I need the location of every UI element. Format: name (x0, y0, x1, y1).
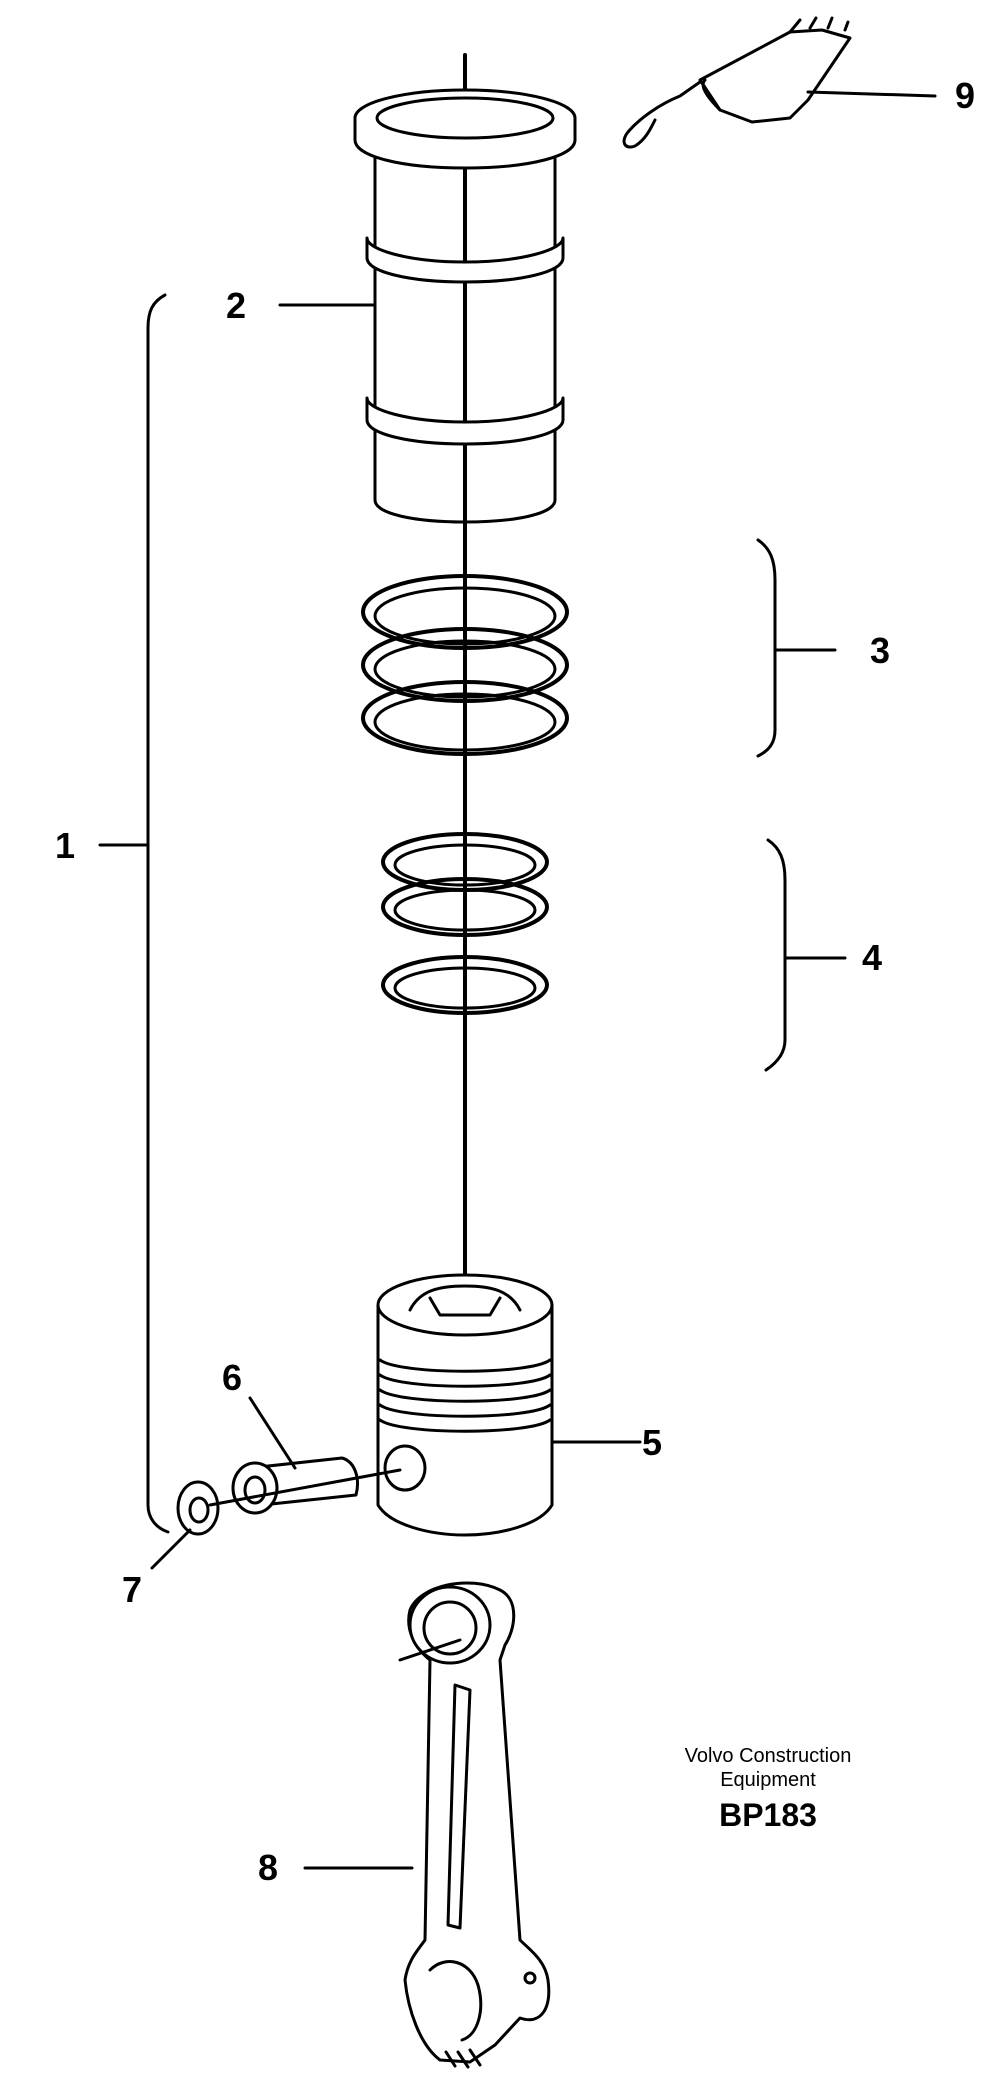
leader-7 (150, 1528, 192, 1570)
leader-6 (248, 1396, 297, 1470)
part-4-ring-set (381, 832, 549, 1015)
callout-5: 5 (642, 1422, 662, 1463)
part-9-grease-tube (622, 16, 852, 149)
callout-8: 8 (258, 1847, 278, 1888)
callout-2: 2 (226, 285, 246, 326)
diagram-code: BP183 (719, 1797, 817, 1833)
bracket-4 (764, 838, 787, 1072)
part-5-piston (376, 1273, 554, 1537)
bracket-3 (756, 538, 777, 758)
pin-alignment-line (208, 1468, 402, 1507)
part-8-connecting-rod (403, 1581, 551, 2069)
part-7-circlip (176, 1480, 220, 1536)
part-3-ring-set (361, 574, 569, 756)
callout-3: 3 (870, 630, 890, 671)
caption-line-2: Equipment (720, 1769, 816, 1791)
caption-line-1: Volvo Construction (685, 1745, 852, 1767)
callout-1: 1 (55, 825, 75, 866)
callout-6: 6 (222, 1357, 242, 1398)
connecting-rod-bore-axis (398, 1638, 462, 1662)
bracket-1 (146, 293, 170, 1534)
callout-7: 7 (122, 1569, 142, 1610)
callout-4: 4 (862, 937, 882, 978)
callout-9: 9 (955, 75, 975, 116)
part-2-cylinder-liner (353, 88, 577, 524)
leader-9 (806, 90, 937, 98)
